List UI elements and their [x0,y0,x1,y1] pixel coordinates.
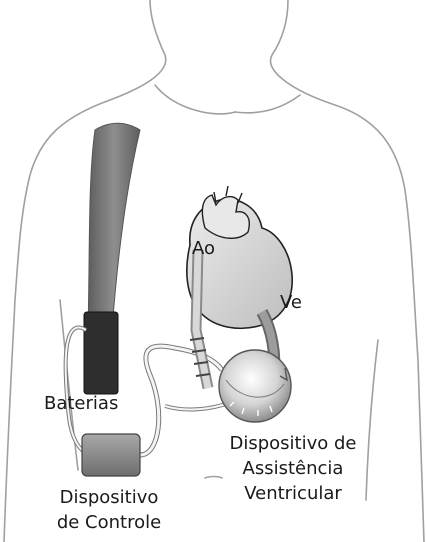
label-vad: Dispositivo de Assistência Ventricular [218,433,368,505]
label-ventricle: Ve [280,292,302,314]
label-controller: Dispositivo de Controle [44,487,174,534]
label-aorta: Ao [192,238,215,260]
label-vad-line3: Ventricular [218,483,368,505]
controller-box [82,434,140,476]
label-controller-line1: Dispositivo [44,487,174,509]
label-vad-line2: Assistência [218,458,368,480]
label-batteries: Baterias [44,393,118,415]
battery-pack [84,312,118,394]
vad-pump [219,350,291,422]
label-controller-line2: de Controle [44,512,174,534]
driveline-cable [140,346,222,455]
shoulder-strap [88,123,140,330]
label-vad-line1: Dispositivo de [218,433,368,455]
